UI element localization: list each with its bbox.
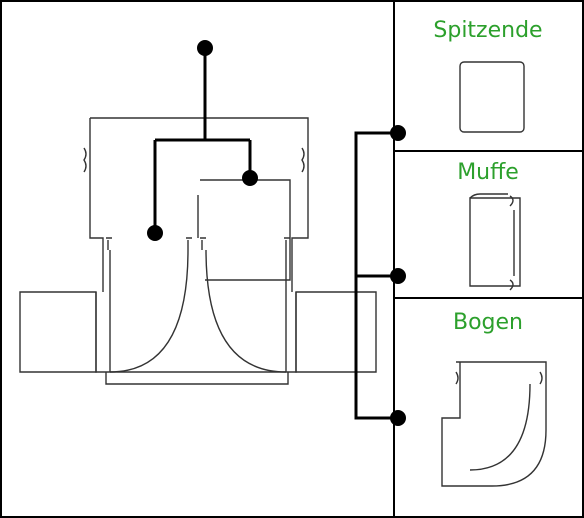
spitzende-shape (459, 61, 525, 133)
muffe-shape (469, 193, 521, 291)
muffe-gaskets (509, 195, 514, 291)
muffe-top-lip (469, 193, 508, 199)
leader-dots-main (147, 40, 258, 241)
socket-outline-left (89, 118, 104, 292)
gasket-left-lower (106, 237, 112, 250)
label-bogen: Bogen (453, 310, 523, 335)
leader-dot-top (197, 40, 213, 56)
bogen-inner-curve (469, 383, 531, 471)
pipe-spigot-left (19, 291, 97, 373)
leader-dot-bogen (390, 410, 406, 426)
bogen-shape (441, 361, 547, 487)
pipe-bottom-lip (105, 372, 289, 385)
gasket-right-upper (301, 147, 305, 173)
gasket-right-lower (284, 237, 290, 250)
muffe-body (469, 197, 521, 287)
pipe-spigot-right (295, 291, 377, 373)
bogen-outline (441, 361, 547, 487)
socket-outline-right (90, 117, 309, 292)
bend-left-curve (109, 249, 189, 373)
pipe-body (95, 292, 297, 373)
leader-lines-main (153, 48, 252, 233)
bend-right-curve (205, 249, 287, 373)
label-spitzende: Spitzende (433, 18, 543, 43)
label-muffe: Muffe (457, 160, 519, 185)
bogen-gasket-right (539, 371, 543, 385)
gasket-center-left (186, 237, 192, 250)
t-fitting-drawing (19, 117, 377, 385)
leader-dot-left (147, 225, 163, 241)
inner-socket-outline (200, 179, 291, 281)
leader-dot-right (242, 170, 258, 186)
leader-dots-right (390, 125, 406, 426)
bogen-gasket-left (455, 371, 459, 385)
leader-dot-muffe (390, 268, 406, 284)
gasket-center-right (200, 237, 206, 250)
gasket-left-upper (83, 147, 87, 173)
leader-dot-spitzende (390, 125, 406, 141)
